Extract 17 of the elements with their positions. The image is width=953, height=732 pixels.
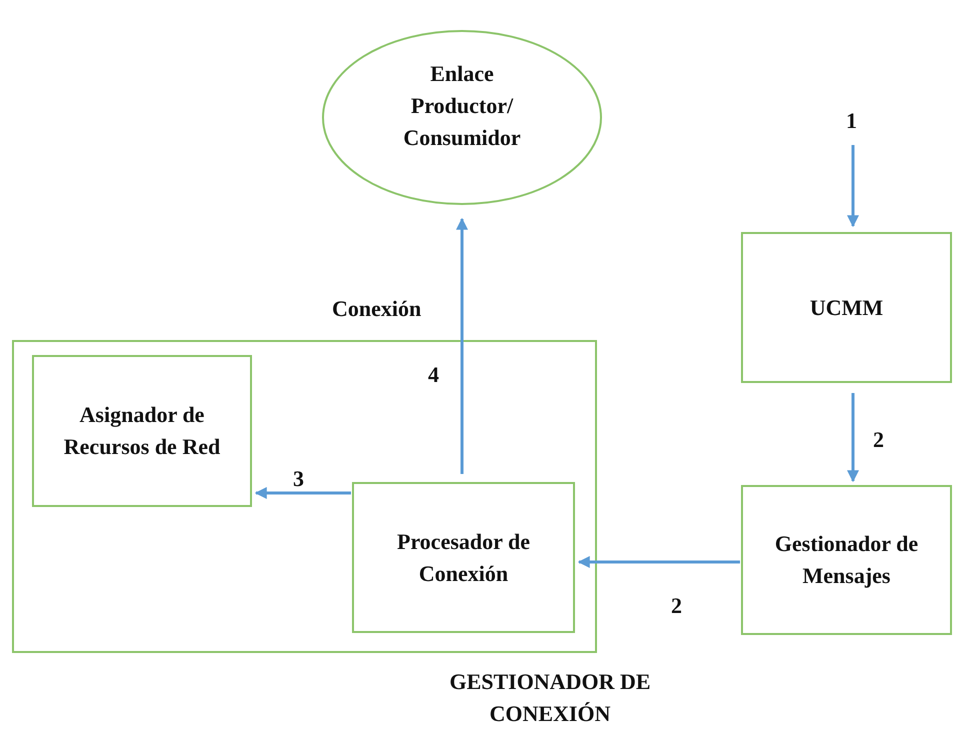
group-title: GESTIONADOR DE CONEXIÓN [448,668,652,728]
edge-label: 2 [671,593,682,619]
arrow [456,218,468,474]
edge-label: 3 [293,466,304,492]
edge-label: 4 [428,362,439,388]
process-box: Gestionador de Mensajes [741,485,952,635]
edge-label: 2 [873,427,884,453]
arrow [847,145,859,228]
arrow [578,556,740,568]
process-box: UCMM [741,232,952,383]
annotation-label: Conexión [332,296,422,322]
arrow [847,393,859,482]
process-box: Procesador de Conexión [352,482,575,633]
edge-label: 1 [846,108,857,134]
node-label: Enlace Productor/ Consumidor [402,60,522,152]
process-box: Asignador de Recursos de Red [32,355,252,507]
arrow [254,487,351,499]
